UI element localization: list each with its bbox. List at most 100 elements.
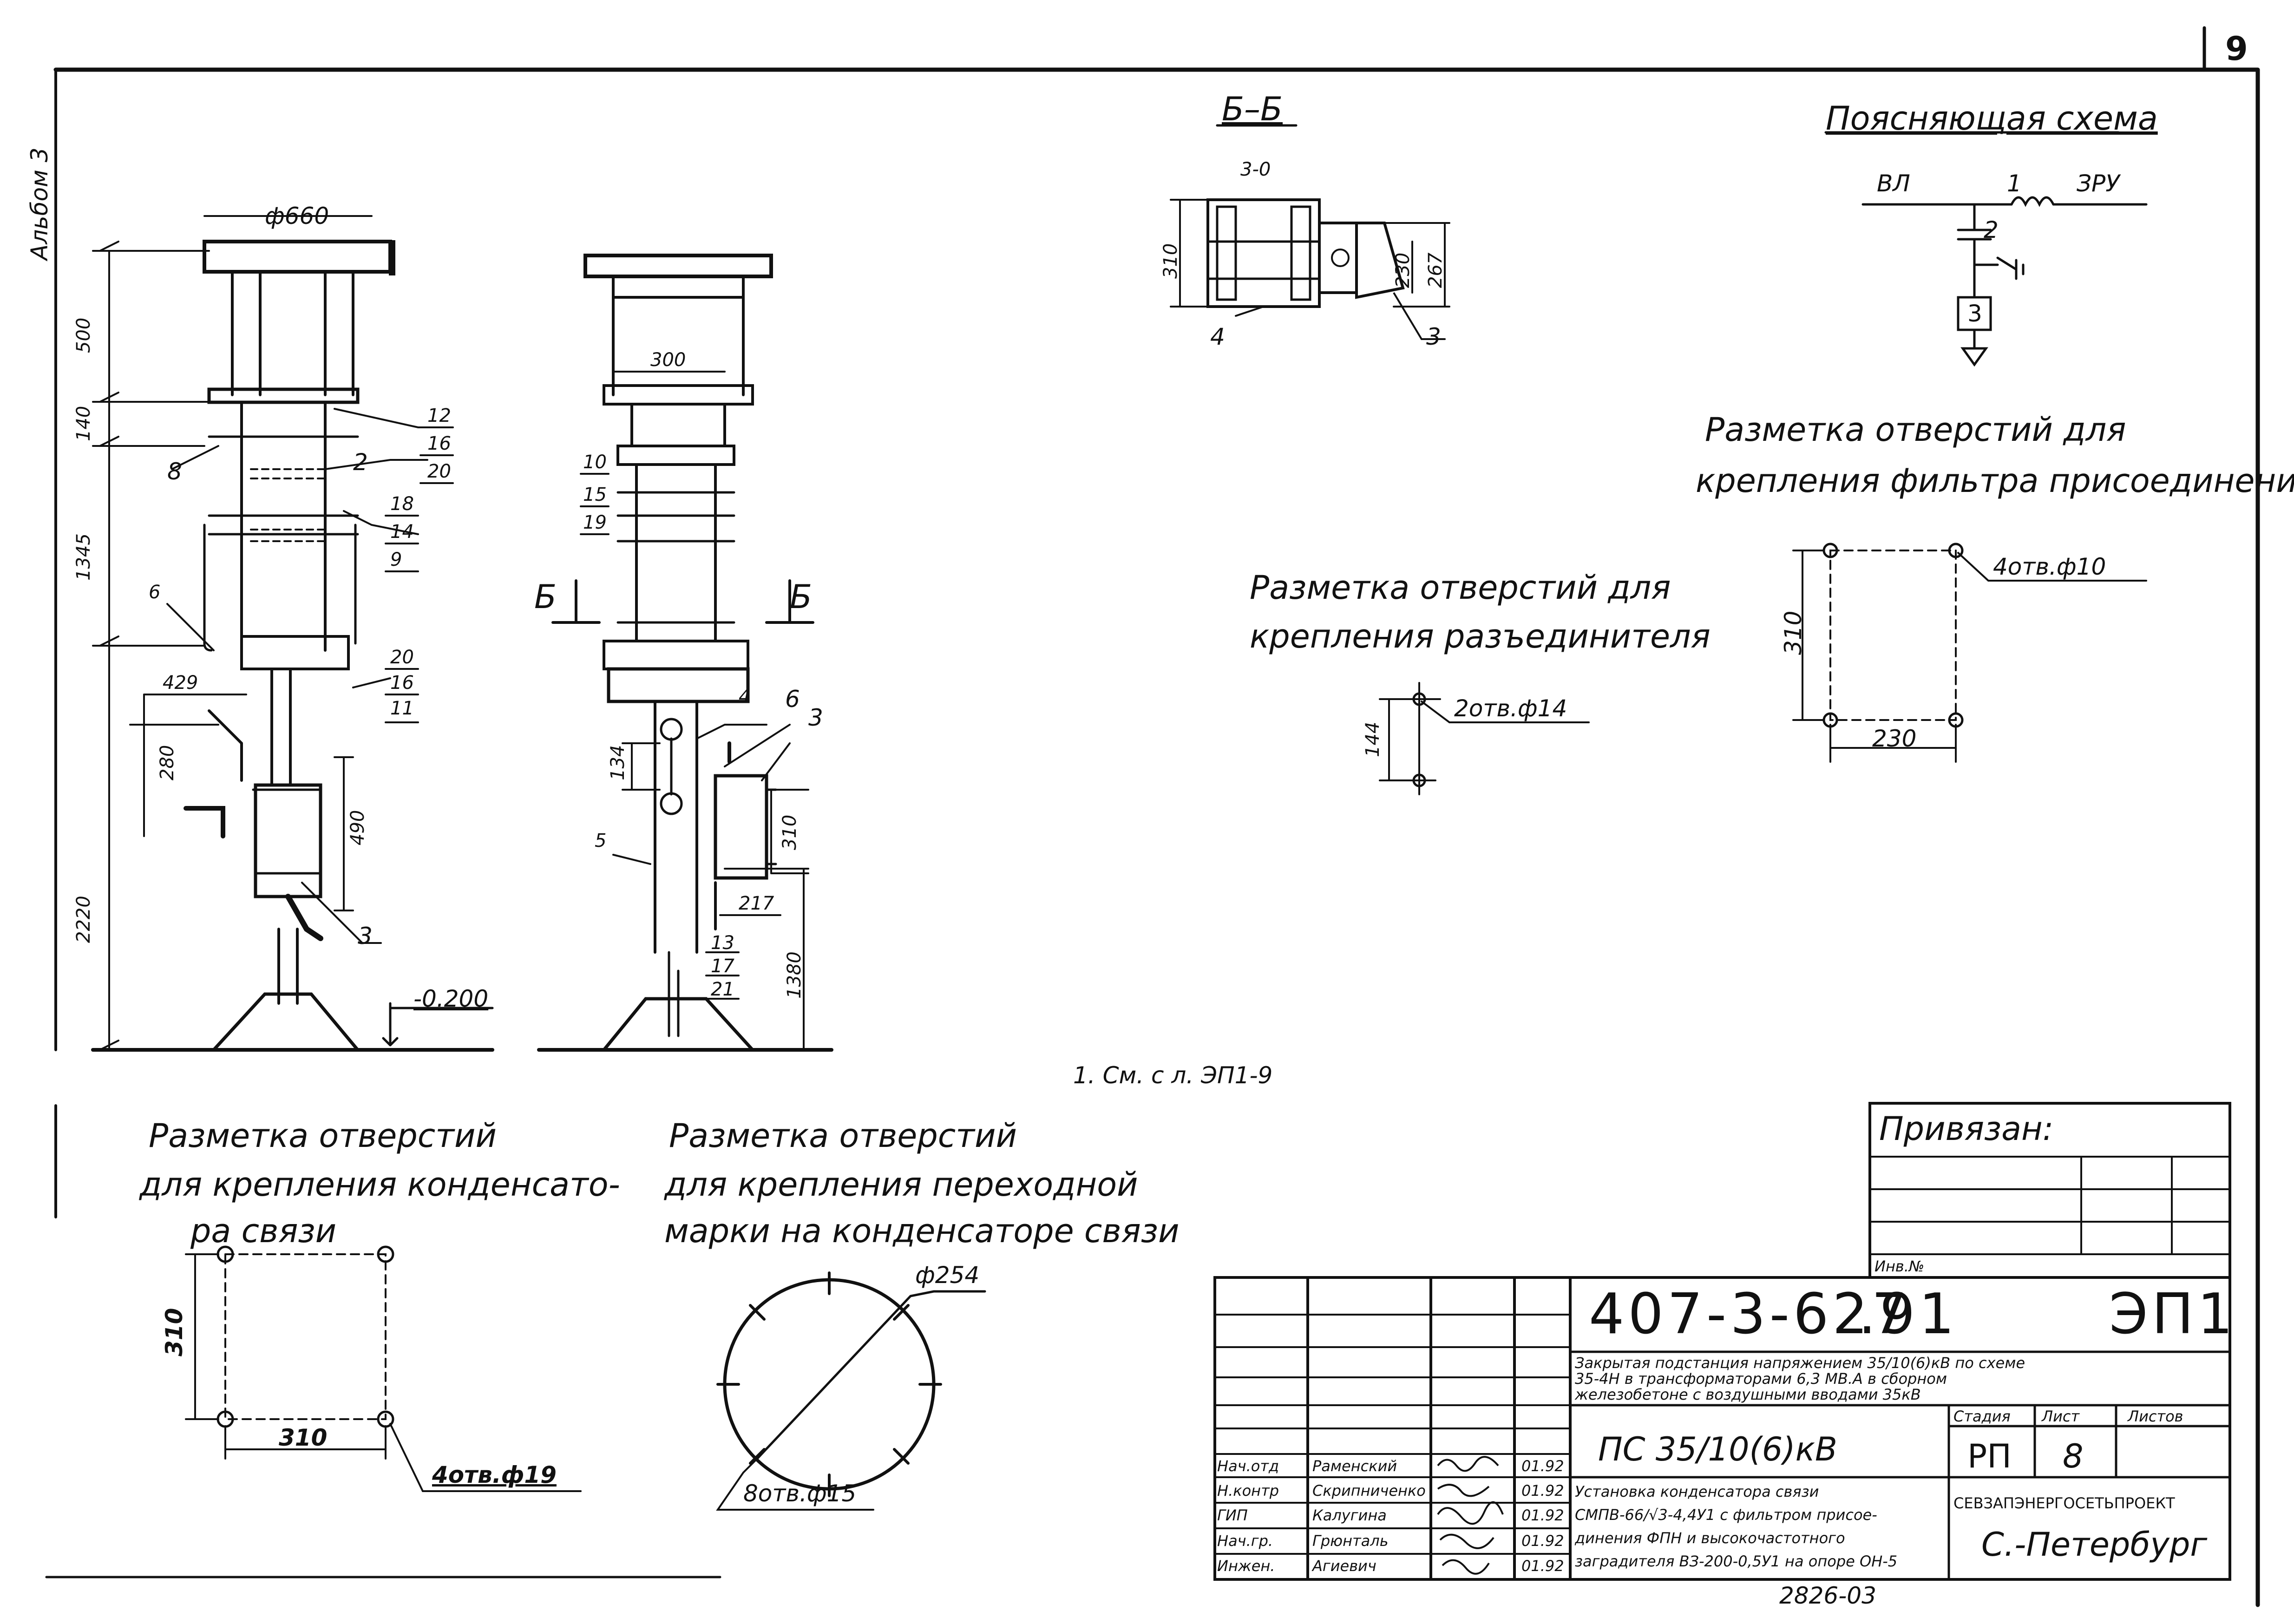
front-pos-18: 18 [390, 493, 414, 515]
side-pos-5: 5 [595, 830, 607, 851]
front-dim-500: 500 [73, 317, 94, 353]
stage-header: Стадия [1953, 1408, 2011, 1425]
stamp-number: 2826-03 [1779, 1582, 1876, 1609]
front-pos-16: 16 [427, 433, 451, 454]
scheme-label-vl: ВЛ [1877, 170, 1910, 197]
sheets-header: Листов [2128, 1408, 2183, 1425]
front-pos-16b: 16 [390, 672, 414, 694]
signer-date: 01.92 [1521, 1532, 1564, 1550]
side-pos-13: 13 [711, 932, 734, 954]
side-pos-21: 21 [711, 979, 734, 1000]
section-dim-230: 230 [1392, 252, 1414, 288]
signer-role: Н.контр [1217, 1482, 1279, 1500]
signer-role: Инжен. [1217, 1557, 1275, 1575]
holes-filter-drawing [1792, 543, 2147, 763]
side-dim-1380: 1380 [784, 951, 805, 999]
front-dim-280: 280 [157, 745, 178, 780]
inventory-label: Инв.№ [1875, 1257, 1925, 1275]
holes-adapter-title-2: для крепления переходной [664, 1166, 1138, 1204]
front-dim-429: 429 [163, 672, 198, 694]
scheme-label-zru: ЗРУ [2077, 170, 2120, 197]
holes-filter-title-2: крепления фильтра присоединений [1696, 462, 2294, 500]
section-dim-310: 310 [1160, 243, 1181, 279]
section-dim-top: 3-0 [1240, 159, 1271, 180]
signer-date: 01.92 [1521, 1457, 1564, 1475]
holes-filter-title-1: Разметка отверстий для [1705, 411, 2126, 449]
holes-capacitor-dim-v: 310 [161, 1308, 188, 1356]
holes-disconnector-title-1: Разметка отверстий для [1250, 569, 1671, 607]
holes-adapter-drawing [716, 1271, 986, 1511]
front-pos-6: 6 [149, 582, 161, 603]
organization: СЕВЗАПЭНЕРГОСЕТЬПРОЕКТ [1953, 1494, 2175, 1512]
front-pos-8: 8 [167, 458, 182, 485]
signer-date: 01.92 [1521, 1506, 1564, 1524]
explanatory-scheme-drawing [1824, 131, 2148, 367]
sheet-value: 8 [2063, 1437, 2084, 1475]
side-dim-134: 134 [607, 745, 629, 780]
holes-filter-dim-h: 230 [1872, 725, 1917, 752]
sheet-title-4: заградителя ВЗ-200-0,5У1 на опоре ОН-5 [1575, 1552, 1898, 1570]
front-pos-9: 9 [390, 549, 402, 570]
side-pos-10: 10 [583, 452, 607, 473]
side-pos-15: 15 [583, 484, 607, 505]
side-pos-17: 17 [711, 956, 734, 977]
holes-adapter-count: 8отв.ф15 [743, 1480, 857, 1507]
signer-name: Агиевич [1312, 1557, 1376, 1575]
holes-disconnector-title-2: крепления разъединителя [1250, 617, 1711, 655]
holes-disconnector-count: 2отв.ф14 [1454, 695, 1567, 722]
signer-role: Нач.гр. [1217, 1532, 1273, 1550]
signer-name: Грюнталь [1312, 1532, 1389, 1550]
section-pos-3: 3 [1426, 323, 1441, 350]
front-pos-11: 11 [390, 698, 414, 719]
scheme-item-3: 3 [1967, 300, 1982, 327]
title-block-lines [1213, 1102, 2231, 1581]
sheet-title-1: Установка конденсатора связи [1575, 1483, 1819, 1500]
front-dim-490: 490 [347, 810, 368, 845]
section-pos-4: 4 [1210, 323, 1225, 350]
document-code-year: .91 [1858, 1282, 1958, 1347]
front-pos-3: 3 [358, 923, 373, 950]
side-dim-310: 310 [779, 814, 800, 850]
signer-date: 01.92 [1521, 1557, 1564, 1575]
bound-label: Привязан: [1879, 1110, 2054, 1148]
section-arrow-left: Б [534, 578, 557, 616]
holes-adapter-title-1: Разметка отверстий [669, 1117, 1017, 1155]
front-level: -0.200 [413, 985, 489, 1012]
section-arrow-right: Б [790, 578, 813, 616]
stage-value: РП [1967, 1437, 2012, 1475]
side-pos-6: 6 [785, 686, 800, 713]
front-pos-2: 2 [353, 449, 368, 476]
front-dim-top: ф660 [265, 203, 329, 229]
general-note: 1. См. с л. ЭП1-9 [1073, 1062, 1273, 1089]
document-code-set: ЭП1 [2109, 1282, 2237, 1347]
holes-capacitor-title-2: для крепления конденсато- [139, 1166, 620, 1204]
front-dim-140: 140 [73, 406, 94, 441]
signer-role: ГИП [1217, 1506, 1248, 1524]
city: С.-Петербург [1981, 1526, 2208, 1564]
front-dim-1345: 1345 [73, 533, 94, 581]
project-title-1: Закрытая подстанция напряжением 35/10(6)… [1575, 1354, 2025, 1372]
side-pos-3: 3 [808, 704, 823, 731]
holes-adapter-title-3: марки на конденсаторе связи [664, 1212, 1180, 1250]
holes-disconnector-drawing [1379, 682, 1590, 795]
handwritten-signatures [1437, 1456, 1504, 1575]
sheet-title-2: СМПВ-66/√3-4,4У1 с фильтром присое- [1575, 1506, 1877, 1524]
sheet-number: 9 [2225, 30, 2248, 68]
front-view-drawing [91, 215, 494, 1052]
sheet-header: Лист [2042, 1408, 2080, 1425]
holes-capacitor-title-3: ра связи [190, 1212, 337, 1250]
album-label: Альбом 3 [26, 147, 53, 260]
object-name: ПС 35/10(6)кВ [1598, 1430, 1837, 1468]
holes-capacitor-title-1: Разметка отверстий [149, 1117, 497, 1155]
side-view-drawing [537, 254, 833, 1052]
scheme-item-1: 1 [2007, 170, 2022, 197]
front-pos-20b: 20 [390, 647, 414, 668]
signer-name: Скрипниченко [1312, 1482, 1426, 1500]
side-dim-300: 300 [650, 349, 686, 371]
project-title-3: железобетоне с воздушными вводами 35кВ [1575, 1386, 1921, 1403]
section-dim-267: 267 [1425, 252, 1446, 288]
front-dim-2220: 2220 [73, 896, 94, 943]
holes-disconnector-dim: 144 [1362, 721, 1383, 757]
